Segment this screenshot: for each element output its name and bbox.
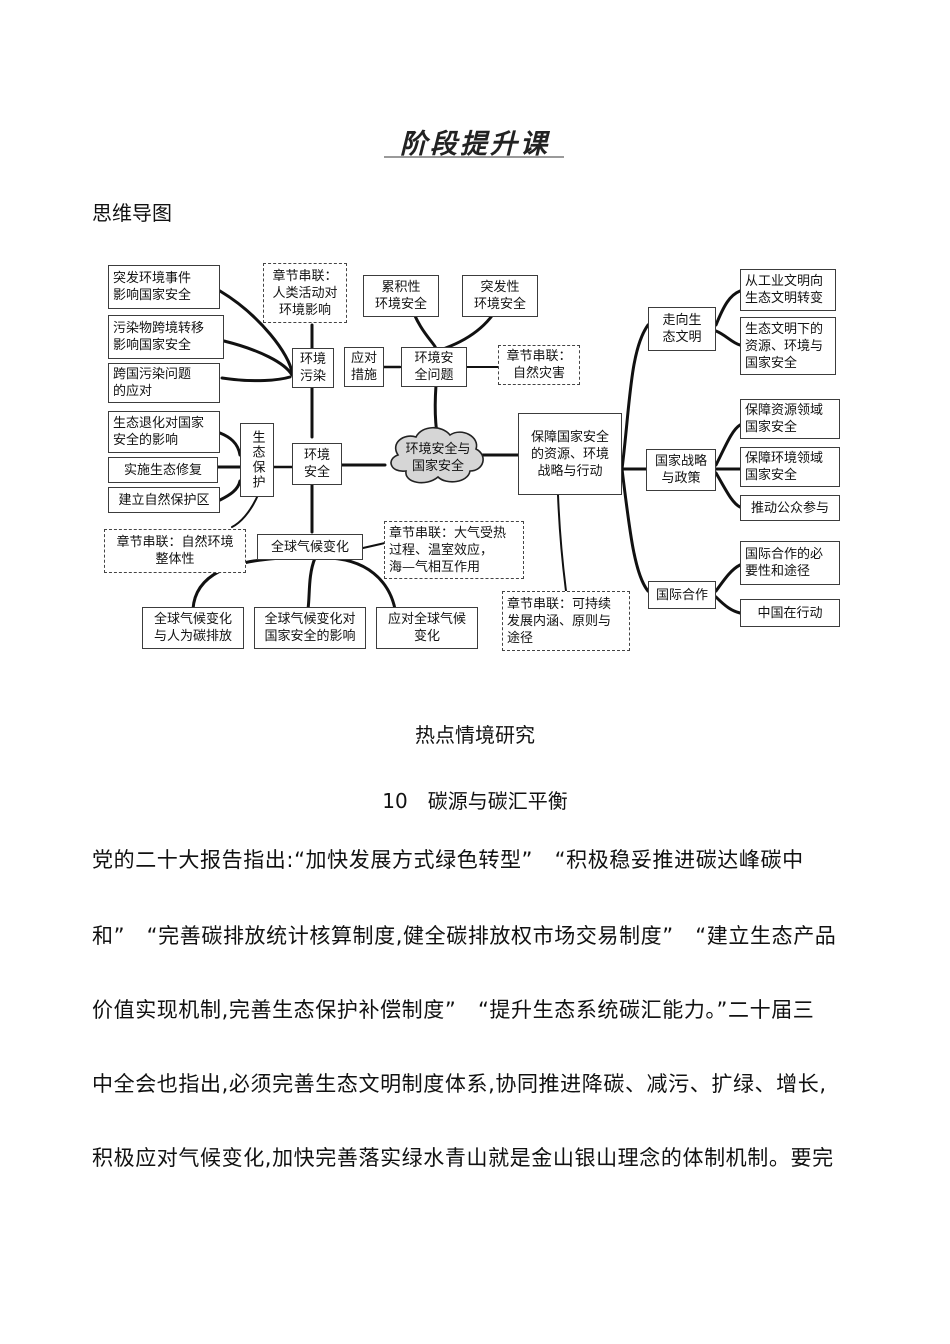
node-eco-degradation: 生态退化对国家 安全的影响 xyxy=(108,411,220,453)
chapter-link-atmosphere: 章节串联：大气受热 过程、温室效应， 海—气相互作用 xyxy=(384,521,524,579)
mind-map: 突发环境事件 影响国家安全 污染物跨境转移 影响国家安全 跨国污染问题 的应对 … xyxy=(100,255,860,655)
section-subheading: 10 碳源与碳汇平衡 xyxy=(382,789,568,813)
node-env-safety-issues: 环境安 全问题 xyxy=(401,347,467,387)
node-cumulative-safety: 累积性 环境安全 xyxy=(363,275,439,317)
paragraph-line-1: 党的二十大报告指出:“加快发展方式绿色转型” “积极稳妥推进碳达峰碳中 xyxy=(92,848,804,872)
section-label: 思维导图 xyxy=(92,201,172,225)
branch-national-policy: 国家战略 与政策 xyxy=(646,449,716,491)
item-resource-security: 保障资源领域 国家安全 xyxy=(740,399,840,439)
node-national-strategy: 保障国家安全 的资源、环境 战略与行动 xyxy=(518,413,622,495)
page-title: 阶段提升课 xyxy=(400,129,550,160)
node-env-security: 环境 安全 xyxy=(292,443,342,485)
node-eco-protection: 生态保护 xyxy=(240,423,274,497)
branch-eco-civilization: 走向生 态文明 xyxy=(648,307,716,351)
branch-international-cooperation: 国际合作 xyxy=(648,581,716,609)
item-industrial-to-eco: 从工业文明向 生态文明转变 xyxy=(740,269,836,311)
page-title-block: 阶段提升课 xyxy=(380,118,570,160)
paragraph-line-4: 中全会也指出,必须完善生态文明制度体系,协同推进降碳、减污、扩绿、增长, xyxy=(92,1072,827,1096)
item-eco-resources: 生态文明下的 资源、环境与 国家安全 xyxy=(740,317,836,375)
node-climate-carbon: 全球气候变化 与人为碳排放 xyxy=(142,607,244,649)
section-heading: 热点情境研究 xyxy=(415,723,535,747)
node-pollutant-transfer: 污染物跨境转移 影响国家安全 xyxy=(108,315,224,359)
item-environment-security: 保障环境领域 国家安全 xyxy=(740,447,840,487)
chapter-link-natural-disaster: 章节串联： 自然灾害 xyxy=(498,345,580,385)
chapter-link-natural-integrity: 章节串联：自然环境 整体性 xyxy=(104,529,246,573)
paragraph-line-5: 积极应对气候变化,加快完善落实绿水青山就是金山银山理念的体制机制。要完 xyxy=(92,1146,834,1170)
paragraph-line-3: 价值实现机制,完善生态保护补偿制度” “提升生态系统碳汇能力。”二十届三 xyxy=(92,998,815,1022)
node-global-climate-change: 全球气候变化 xyxy=(257,534,363,560)
mind-map-connectors xyxy=(191,289,742,615)
node-response-measures: 应对 措施 xyxy=(344,347,384,387)
node-climate-security: 全球气候变化对 国家安全的影响 xyxy=(254,607,366,649)
node-transnational-pollution: 跨国污染问题 的应对 xyxy=(108,363,220,403)
item-public-participation: 推动公众参与 xyxy=(740,495,840,521)
item-cooperation-necessity: 国际合作的必 要性和途径 xyxy=(740,541,840,585)
chapter-link-sustainable: 章节串联：可持续 发展内涵、原则与 途径 xyxy=(502,591,630,651)
node-nature-reserve: 建立自然保护区 xyxy=(108,487,220,513)
node-sudden-safety: 突发性 环境安全 xyxy=(462,275,538,317)
title-underline xyxy=(384,156,564,158)
node-eco-restoration: 实施生态修复 xyxy=(108,457,218,483)
node-sudden-events: 突发环境事件 影响国家安全 xyxy=(108,265,220,309)
node-climate-response: 应对全球气候 变化 xyxy=(376,607,478,649)
chapter-link-human-activity: 章节串联： 人类活动对 环境影响 xyxy=(263,263,347,323)
center-topic: 环境安全与 国家安全 xyxy=(405,442,471,474)
paragraph-line-2: 和” “完善碳排放统计核算制度,健全碳排放权市场交易制度” “建立生态产品 xyxy=(92,924,837,948)
cloud-shape xyxy=(390,426,484,484)
item-china-in-action: 中国在行动 xyxy=(740,599,840,627)
node-env-pollution: 环境 污染 xyxy=(292,348,334,388)
